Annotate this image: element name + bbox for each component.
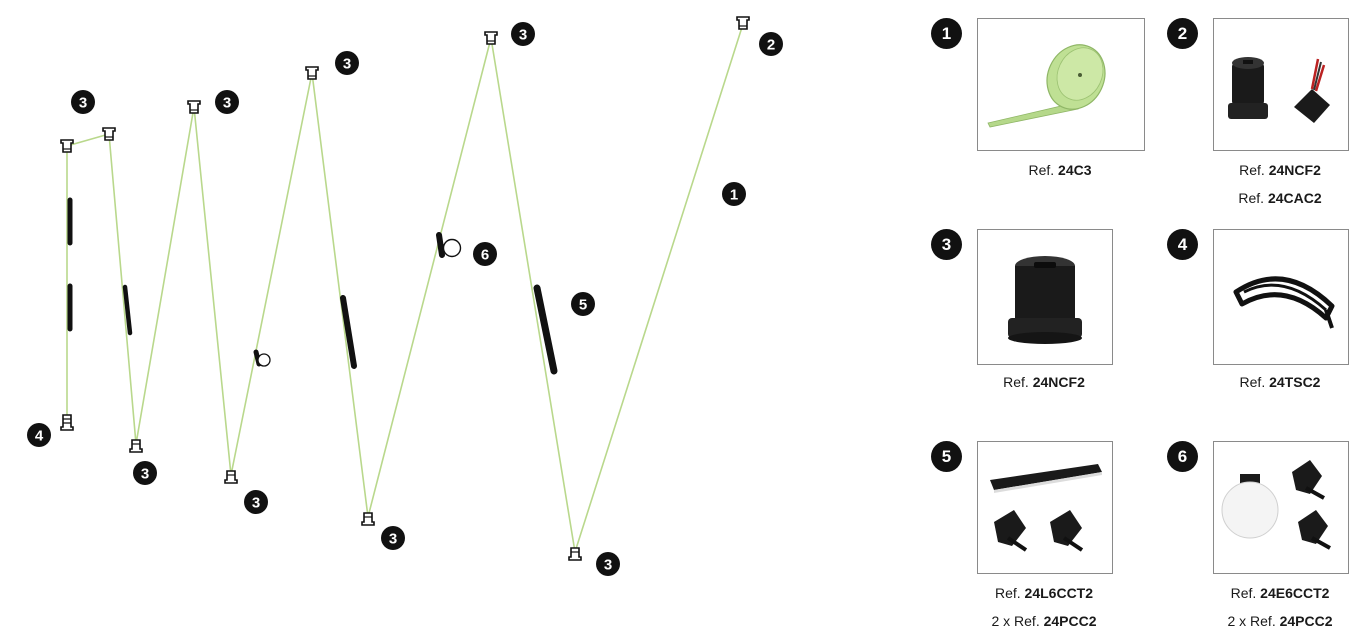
badge-label: 1 — [730, 187, 738, 204]
part-ref-line: Ref. 24E6CCT2 — [1213, 579, 1347, 607]
connectors — [61, 17, 749, 560]
badge-label: 3 — [519, 27, 527, 44]
badge-marker: 4 — [27, 423, 51, 447]
ref-code: 24PCC2 — [1280, 613, 1333, 629]
part-number-badge: 6 — [1167, 441, 1198, 472]
part-image-frame — [1213, 441, 1349, 574]
floor-connector-icon — [130, 440, 142, 452]
tensioner-clip-icon — [1214, 230, 1348, 364]
ref-prefix: Ref. — [1003, 374, 1033, 390]
part-number-badge: 4 — [1167, 229, 1198, 260]
ref-prefix: 2 x Ref. — [1227, 613, 1279, 629]
part-ref-line: 2 x Ref. 24PCC2 — [977, 607, 1111, 635]
part-image-frame — [1213, 18, 1349, 151]
badge-label: 4 — [35, 428, 44, 445]
floor-connector-icon — [569, 548, 581, 560]
ref-prefix: Ref. — [1239, 162, 1269, 178]
badge-label: 3 — [389, 531, 397, 548]
part-number-badge: 5 — [931, 441, 962, 472]
part-ref-line: Ref. 24NCF2 — [977, 368, 1111, 396]
part-caption: Ref. 24E6CCT2 2 x Ref. 24PCC2 — [1213, 579, 1347, 635]
ref-code: 24NCF2 — [1269, 162, 1321, 178]
badge-marker: 6 — [473, 242, 497, 266]
part-ref-line: Ref. 24TSC2 — [1213, 368, 1347, 396]
ref-prefix: Ref. — [1238, 190, 1268, 206]
badge-marker: 5 — [571, 292, 595, 316]
badge-label: 3 — [252, 495, 260, 512]
badge-marker: 3 — [215, 90, 239, 114]
globe-light-icon — [256, 352, 270, 366]
part-caption: Ref. 24TSC2 — [1213, 368, 1347, 396]
ref-prefix: Ref. — [995, 585, 1025, 601]
part-number-badge: 2 — [1167, 18, 1198, 49]
ceiling-connector-icon — [737, 17, 749, 29]
part-ref-line: Ref. 24L6CCT2 — [977, 579, 1111, 607]
ref-code: 24NCF2 — [1033, 374, 1085, 390]
badge-label: 3 — [79, 95, 87, 112]
badge-marker: 3 — [71, 90, 95, 114]
part-caption: Ref. 24L6CCT2 2 x Ref. 24PCC2 — [977, 579, 1111, 635]
wire-line — [67, 24, 743, 552]
ceiling-connector-icon — [103, 128, 115, 140]
globe-lights — [256, 235, 461, 366]
ceiling-connector-icon — [61, 140, 73, 152]
ceiling-connector-icon — [306, 67, 318, 79]
badge-marker: 1 — [722, 182, 746, 206]
part-ref-line: Ref. 24NCF2 — [1213, 156, 1347, 184]
badge-marker: 3 — [596, 552, 620, 576]
badge-label: 3 — [141, 466, 149, 483]
ref-code: 24E6CCT2 — [1260, 585, 1329, 601]
floor-connector-icon — [362, 513, 374, 525]
ceiling-connector-icon — [978, 230, 1112, 364]
badge-marker: 3 — [511, 22, 535, 46]
part-image-frame — [1213, 229, 1349, 365]
ref-code: 24L6CCT2 — [1025, 585, 1093, 601]
ref-code: 24C3 — [1058, 162, 1091, 178]
part-image-frame — [977, 441, 1113, 574]
part-caption: Ref. 24NCF2 Ref. 24CAC2 — [1213, 156, 1347, 212]
badge-label: 6 — [481, 247, 489, 264]
badge-label: 3 — [343, 56, 351, 73]
globe-light-icon — [439, 235, 461, 257]
badge-marker: 3 — [381, 526, 405, 550]
wire-path — [67, 24, 743, 552]
ceiling-connector-with-cable-icon — [1214, 19, 1348, 150]
part-image-frame — [977, 18, 1145, 151]
part-number-badge: 1 — [931, 18, 962, 49]
installation-diagram: 3 3 3 3 6 2 1 5 4 3 3 3 3 — [0, 0, 900, 635]
part-image-frame — [977, 229, 1113, 365]
globe-light-with-clips-icon — [1214, 442, 1348, 573]
tensioner-connector-icon — [61, 415, 73, 430]
part-number-badge: 3 — [931, 229, 962, 260]
part-ref-line: Ref. 24CAC2 — [1213, 184, 1347, 212]
ref-code: 24CAC2 — [1268, 190, 1322, 206]
badge-label: 3 — [604, 557, 612, 574]
part-ref-line: 2 x Ref. 24PCC2 — [1213, 607, 1347, 635]
floor-connector-icon — [225, 471, 237, 483]
part-caption: Ref. 24NCF2 — [977, 368, 1111, 396]
badge-marker: 3 — [335, 51, 359, 75]
badge-label: 2 — [767, 37, 775, 54]
badge-marker: 3 — [133, 461, 157, 485]
ref-prefix: Ref. — [1231, 585, 1261, 601]
ceiling-connector-icon — [188, 101, 200, 113]
badge-label: 3 — [223, 95, 231, 112]
diagram-badges: 3 3 3 3 6 2 1 5 4 3 3 3 3 — [27, 22, 783, 576]
badge-label: 5 — [579, 297, 587, 314]
ref-prefix: 2 x Ref. — [991, 613, 1043, 629]
ref-code: 24TSC2 — [1269, 374, 1320, 390]
linear-light-with-clips-icon — [978, 442, 1112, 573]
part-caption: Ref. 24C3 — [977, 156, 1143, 184]
ref-prefix: Ref. — [1240, 374, 1270, 390]
ceiling-connector-icon — [485, 32, 497, 44]
ref-prefix: Ref. — [1028, 162, 1058, 178]
linear-light-icon — [537, 288, 554, 371]
tape-roll-icon — [978, 19, 1144, 150]
badge-marker: 2 — [759, 32, 783, 56]
part-ref-line: Ref. 24C3 — [977, 156, 1143, 184]
ref-code: 24PCC2 — [1044, 613, 1097, 629]
linear-lights — [70, 200, 554, 371]
badge-marker: 3 — [244, 490, 268, 514]
